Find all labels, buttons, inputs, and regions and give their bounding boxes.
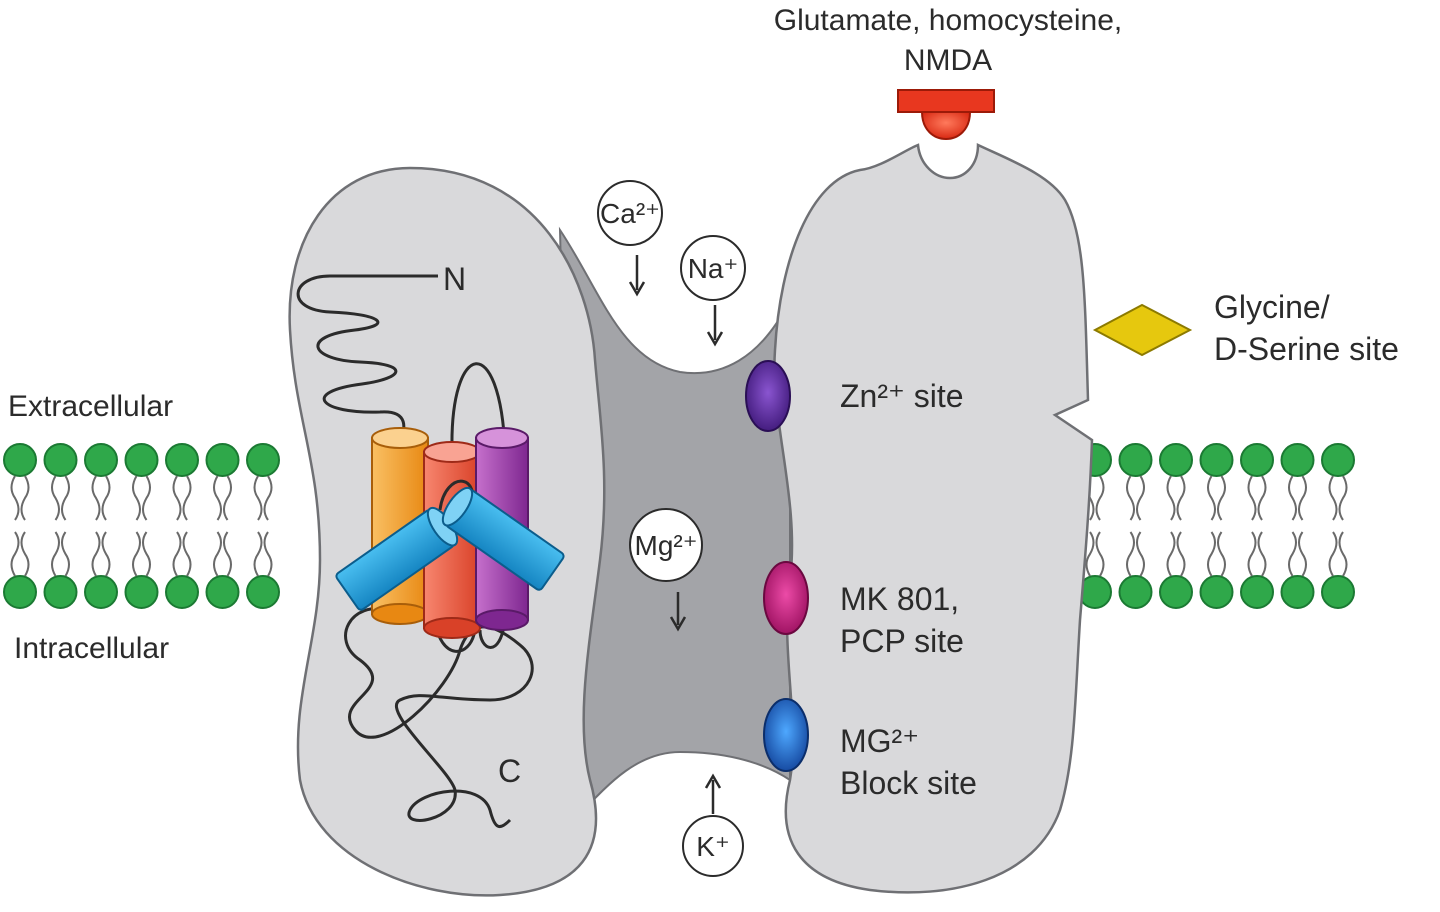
reentrant-helix-left xyxy=(335,506,459,611)
lipid-bilayer-left xyxy=(3,443,280,609)
lipid-molecule xyxy=(3,443,37,521)
lipid-molecule xyxy=(1118,443,1153,521)
lipid-molecule xyxy=(84,443,118,521)
lipid-molecule xyxy=(205,443,240,521)
lipid-molecule xyxy=(43,443,78,521)
n-terminus-label: N xyxy=(443,261,466,297)
mk801-site-label-line1: MK 801, xyxy=(840,581,959,617)
glutamate-ligand-icon xyxy=(897,89,995,140)
lipid-molecule xyxy=(1199,531,1234,609)
sodium-ion-bubble: Na⁺ xyxy=(680,235,746,347)
lipid-molecule xyxy=(1240,531,1274,609)
reentrant-helix-right xyxy=(441,486,565,591)
glycine-ligand-icon xyxy=(1092,303,1193,357)
lipid-molecule xyxy=(1159,531,1193,609)
extracellular-label: Extracellular xyxy=(8,390,173,423)
c-terminus-label: C xyxy=(498,753,521,789)
glycine-site-label-line2: D-Serine site xyxy=(1214,331,1399,367)
lipid-molecule xyxy=(1280,443,1315,521)
lipid-bilayer-right xyxy=(1078,443,1355,609)
magnesium-ion-label: Mg²⁺ xyxy=(635,530,698,561)
magnesium-ion-bubble: Mg²⁺ xyxy=(629,508,703,632)
pore-loop-chain xyxy=(450,362,507,451)
lipid-molecule xyxy=(1321,443,1355,521)
lipid-molecule xyxy=(205,531,240,609)
lipid-molecule xyxy=(165,443,199,521)
lipid-molecule xyxy=(165,531,199,609)
lipid-molecule xyxy=(246,531,280,609)
lipid-molecule xyxy=(1240,443,1274,521)
mg-block-site-label-line1: MG²⁺ xyxy=(840,723,919,759)
potassium-ion-label: K⁺ xyxy=(696,831,729,862)
lipid-molecule xyxy=(124,443,159,521)
potassium-ion-bubble: K⁺ xyxy=(682,773,744,877)
lipid-molecule xyxy=(246,443,280,521)
glycine-site-label-line1: Glycine/ xyxy=(1214,289,1330,325)
lipid-molecule xyxy=(3,531,37,609)
mk801-site-label-line2: PCP site xyxy=(840,623,964,659)
lipid-molecule xyxy=(84,531,118,609)
mk801-pcp-binding-site xyxy=(763,561,809,635)
mg-block-site-label-line2: Block site xyxy=(840,765,977,801)
lipid-molecule xyxy=(1159,443,1193,521)
protein-backbone-chain xyxy=(296,274,438,441)
lipid-molecule xyxy=(43,531,78,609)
sodium-ion-label: Na⁺ xyxy=(688,253,739,284)
calcium-ion-bubble: Ca²⁺ xyxy=(597,180,663,297)
glutamate-ligand-label-line1: Glutamate, homocysteine, xyxy=(774,4,1123,37)
lipid-molecule xyxy=(124,531,159,609)
glutamate-ligand-label-line2: NMDA xyxy=(904,44,992,77)
mg-block-site xyxy=(763,698,809,772)
lipid-molecule xyxy=(1118,531,1153,609)
lipid-molecule xyxy=(1321,531,1355,609)
right-receptor-subunit xyxy=(773,143,1094,894)
intracellular-label: Intracellular xyxy=(14,632,169,665)
c-terminal-chain xyxy=(344,607,534,828)
zn-binding-site xyxy=(745,360,791,432)
lipid-molecule xyxy=(1280,531,1315,609)
lipid-molecule xyxy=(1199,443,1234,521)
calcium-ion-label: Ca²⁺ xyxy=(600,198,660,229)
zn-site-label: Zn²⁺ site xyxy=(840,378,964,414)
